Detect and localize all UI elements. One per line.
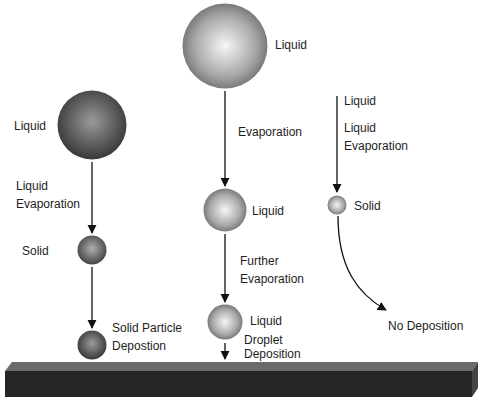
droplet-label: Liquid <box>250 312 310 330</box>
annotation: Liquid <box>344 92 404 110</box>
droplet: Liquid <box>203 188 247 232</box>
process-label: Evaporation <box>238 123 328 141</box>
droplet-shape <box>77 330 107 360</box>
droplet-label: Liquid <box>275 36 335 54</box>
substrate-side <box>472 362 478 397</box>
process-arrow <box>224 234 225 302</box>
droplet-label: Solid <box>22 242 82 260</box>
fall-arrow <box>336 96 337 192</box>
droplet-shape <box>327 195 347 215</box>
droplet-circle <box>183 4 268 89</box>
droplet: Solid <box>327 195 347 215</box>
process-label: Further Evaporation <box>240 252 320 288</box>
deposit-arrow <box>224 343 225 359</box>
annotation: Droplet Deposition <box>244 333 314 361</box>
droplet: Solid Particle Depostion <box>77 330 107 360</box>
droplet-circle <box>204 189 247 232</box>
droplet-label: Liquid <box>252 202 312 220</box>
droplet-shape <box>182 3 268 89</box>
annotation: Liquid Evaporation <box>344 119 424 155</box>
droplet-circle <box>58 91 127 160</box>
droplet-shape <box>77 235 107 265</box>
annotation: No Deposition <box>388 317 476 335</box>
droplet-label: Solid Particle Depostion <box>112 319 202 355</box>
droplet-shape <box>203 188 247 232</box>
droplet-label: Solid <box>354 197 414 215</box>
droplet-label: Liquid <box>14 117 74 135</box>
droplet-shape <box>207 304 243 340</box>
droplet: Liquid <box>57 90 127 160</box>
droplet-circle <box>208 305 243 340</box>
substrate-top <box>5 362 478 371</box>
deflect-arrow <box>338 216 386 310</box>
substrate-front <box>5 371 472 397</box>
droplet: Liquid <box>207 304 243 340</box>
droplet-circle <box>78 331 107 360</box>
process-arrow <box>91 162 92 233</box>
droplet: Liquid <box>182 3 268 89</box>
droplet-circle <box>328 196 347 215</box>
droplet-shape <box>57 90 127 160</box>
droplet: Solid <box>77 235 107 265</box>
process-arrow <box>224 91 225 186</box>
process-arrow <box>91 267 92 328</box>
process-label: Liquid Evaporation <box>16 177 96 213</box>
droplet-circle <box>78 236 107 265</box>
